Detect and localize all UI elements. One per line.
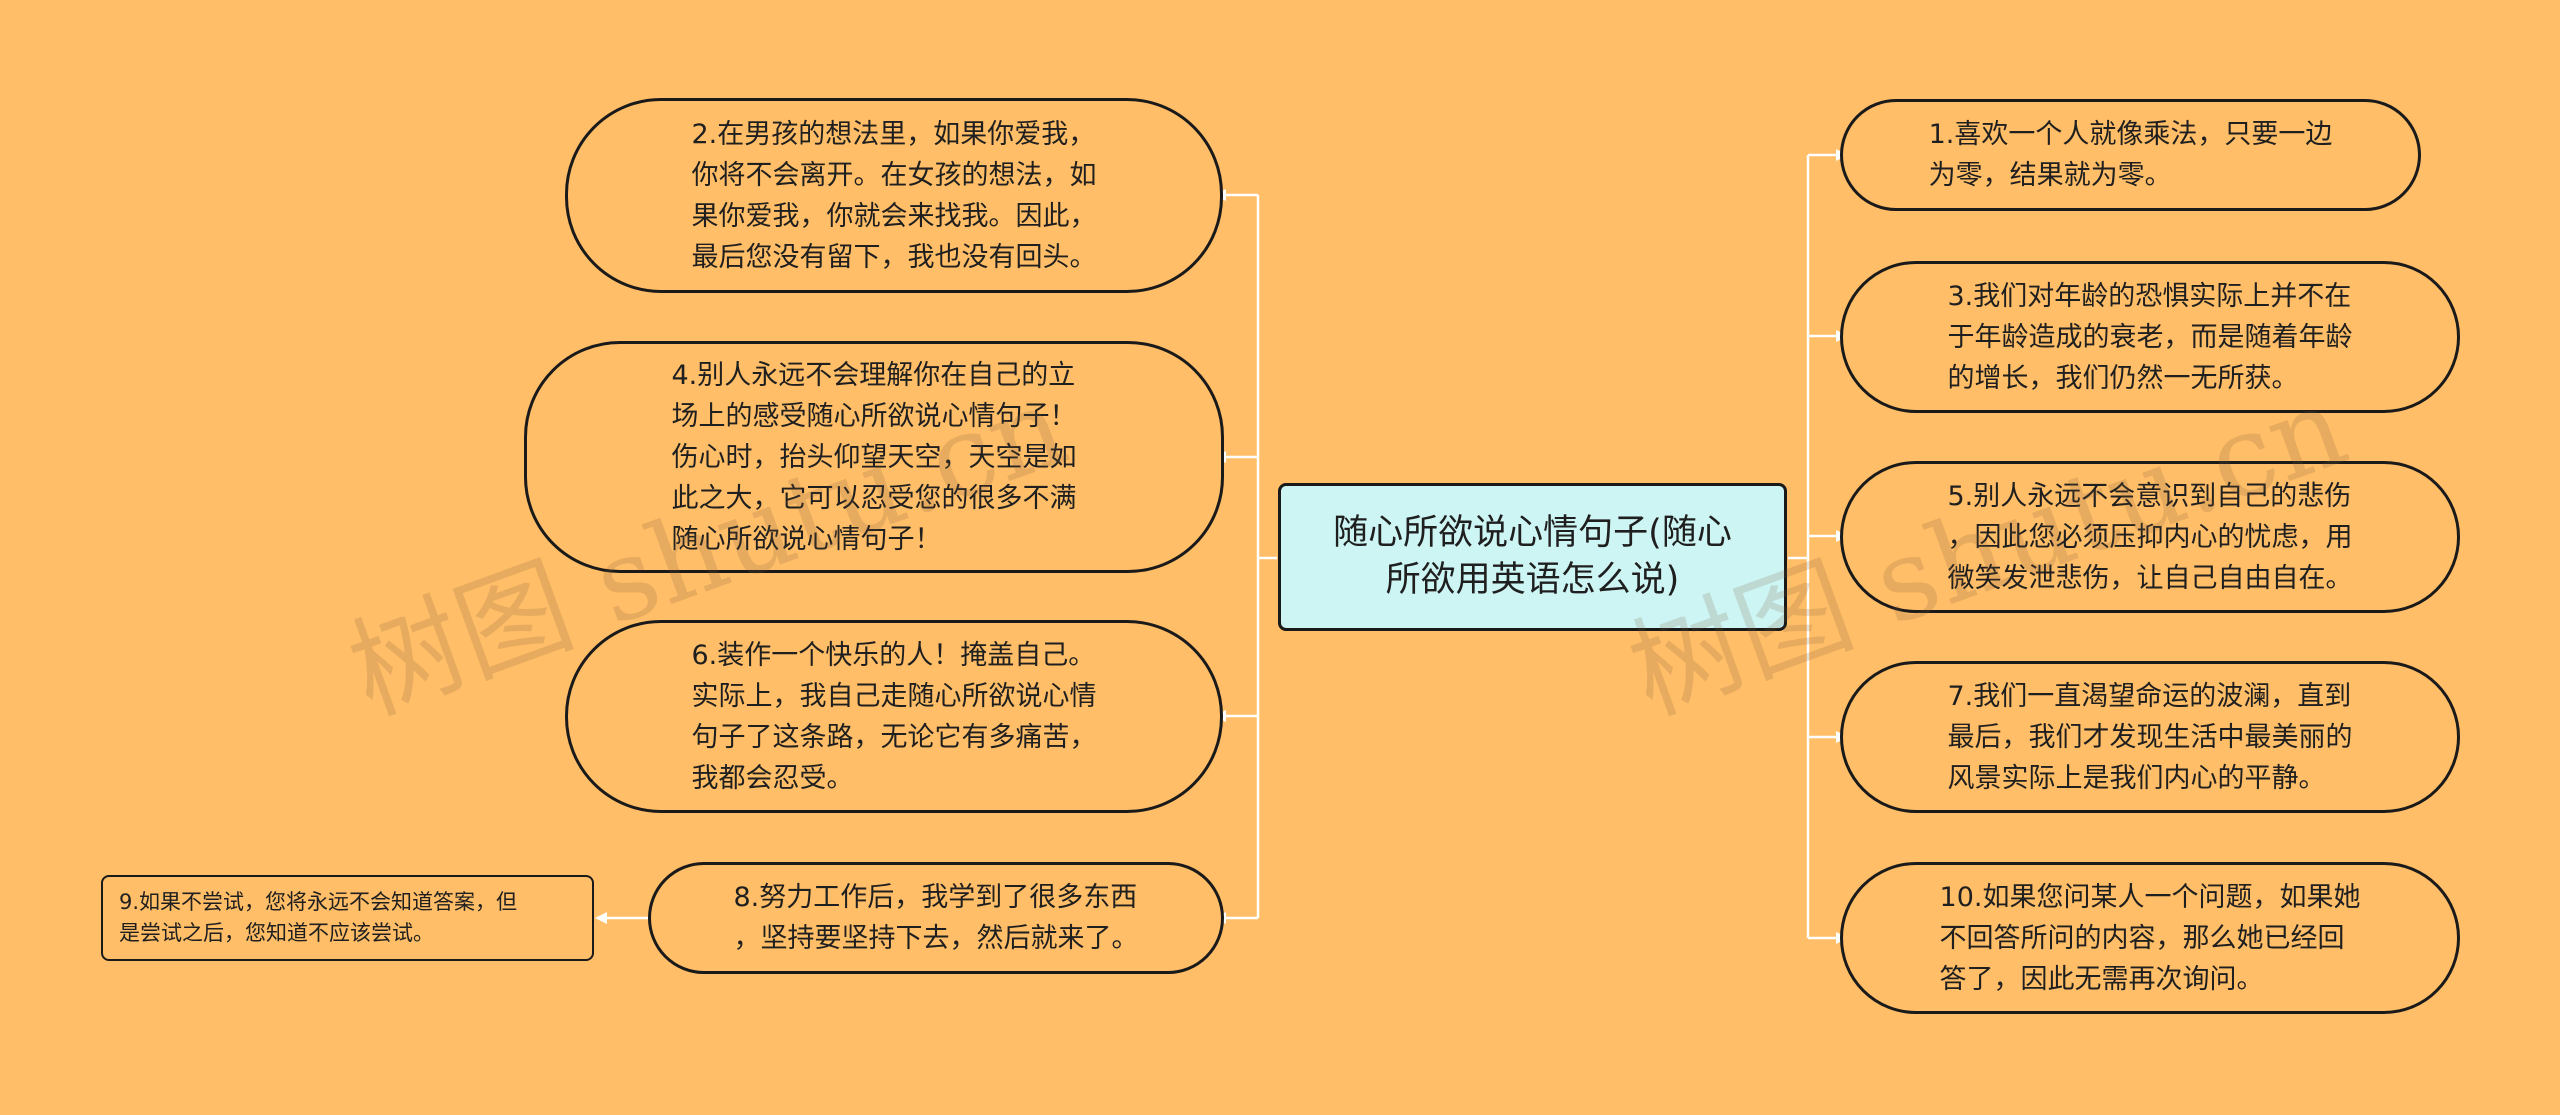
left-node-6-text: 6.装作一个快乐的人！掩盖自己。 实际上，我自己走随心所欲说心情 句子了这条路，… <box>691 639 1097 794</box>
left-node-8-text: 8.努力工作后，我学到了很多东西 ，坚持要坚持下去，然后就来了。 <box>733 882 1139 954</box>
central-topic[interactable]: 随心所欲说心情句子(随心 所欲用英语怎么说) <box>1278 483 1787 631</box>
right-node-1-text: 1.喜欢一个人就像乘法，只要一边 为零，结果就为零。 <box>1928 119 2333 191</box>
right-node-10-text: 10.如果您问某人一个问题，如果她 不回答所问的内容，那么她已经回 答了，因此无… <box>1939 881 2361 995</box>
connector-left-trunk <box>1256 195 1277 918</box>
right-node-7-text: 7.我们一直渴望命运的波澜，直到 最后，我们才发现生活中最美丽的 风景实际上是我… <box>1947 680 2353 794</box>
left-node-4[interactable]: 4.别人永远不会理解你在自己的立 场上的感受随心所欲说心情句子！ 伤心时，抬头仰… <box>524 341 1224 573</box>
left-node-8[interactable]: 8.努力工作后，我学到了很多东西 ，坚持要坚持下去，然后就来了。 <box>648 862 1224 974</box>
right-node-3-text: 3.我们对年龄的恐惧实际上并不在 于年龄造成的衰老，而是随着年龄 的增长，我们仍… <box>1947 280 2353 394</box>
leaf-node-9[interactable]: 9.如果不尝试，您将永远不会知道答案，但 是尝试之后，您知道不应该尝试。 <box>101 875 594 961</box>
right-node-1[interactable]: 1.喜欢一个人就像乘法，只要一边 为零，结果就为零。 <box>1840 99 2421 211</box>
arrow-leaf <box>595 912 607 924</box>
connector-right-trunk <box>1788 155 1810 938</box>
left-node-6[interactable]: 6.装作一个快乐的人！掩盖自己。 实际上，我自己走随心所欲说心情 句子了这条路，… <box>565 620 1223 813</box>
left-node-4-text: 4.别人永远不会理解你在自己的立 场上的感受随心所欲说心情句子！ 伤心时，抬头仰… <box>671 359 1077 555</box>
central-topic-text: 随心所欲说心情句子(随心 所欲用英语怎么说) <box>1333 513 1732 600</box>
right-node-3[interactable]: 3.我们对年龄的恐惧实际上并不在 于年龄造成的衰老，而是随着年龄 的增长，我们仍… <box>1840 261 2460 413</box>
right-node-5-text: 5.别人永远不会意识到自己的悲伤 ，因此您必须压抑内心的忧虑，用 微笑发泄悲伤，… <box>1947 480 2353 594</box>
leaf-node-9-text: 9.如果不尝试，您将永远不会知道答案，但 是尝试之后，您知道不应该尝试。 <box>119 890 518 945</box>
left-node-2-text: 2.在男孩的想法里，如果你爱我， 你将不会离开。在女孩的想法，如 果你爱我，你就… <box>691 118 1097 273</box>
right-node-10[interactable]: 10.如果您问某人一个问题，如果她 不回答所问的内容，那么她已经回 答了，因此无… <box>1840 862 2460 1014</box>
right-node-7[interactable]: 7.我们一直渴望命运的波澜，直到 最后，我们才发现生活中最美丽的 风景实际上是我… <box>1840 661 2460 813</box>
right-node-5[interactable]: 5.别人永远不会意识到自己的悲伤 ，因此您必须压抑内心的忧虑，用 微笑发泄悲伤，… <box>1840 461 2460 613</box>
left-node-2[interactable]: 2.在男孩的想法里，如果你爱我， 你将不会离开。在女孩的想法，如 果你爱我，你就… <box>565 98 1223 293</box>
